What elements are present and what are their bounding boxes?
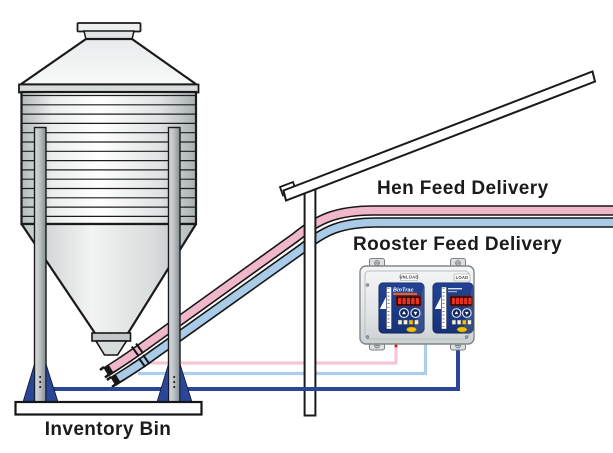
feed-delivery-pipes [99,205,613,388]
load-plate-label: LOAD [456,275,469,280]
load-plate [453,273,471,282]
bin-boot-collar [91,332,132,342]
brand-logo: BinTrac [393,288,414,294]
tab-screw-slots [375,262,460,346]
bargraph-scale [386,286,392,330]
panel-header-line-1 [448,288,462,290]
bin-legs [14,126,203,416]
bin-boot-spout [94,340,128,356]
display-panel-unload: BinTrac [378,282,425,334]
badge-oval [456,326,468,333]
unload-plate [400,273,418,281]
rooster-feed-delivery-label: Rooster Feed Delivery [353,234,562,255]
rooster-sensor-cable [138,344,428,376]
pipe-end-fittings [99,366,117,388]
display-panel-load [432,282,474,334]
hen-feed-delivery-label: Hen Feed Delivery [377,178,549,199]
controller: UNLOAD LOAD BinTrac [359,258,475,351]
leg-bolts [39,376,176,388]
bin-top-cap [76,22,142,33]
bargraph-ticks [387,288,390,327]
bin-leg-left [33,126,47,404]
round-button-glyphs [402,310,418,316]
bargraph-pointer [379,297,386,309]
led-digits [398,297,419,305]
bin-base-platform [14,400,203,416]
weigh-cable [32,343,460,391]
inventory-bin-label: Inventory Bin [45,419,172,440]
unload-plate-label: UNLOAD [399,275,418,280]
panel-header-line-2 [448,291,457,293]
cable-gland [394,344,398,348]
bin-corrugation-ribs [21,94,196,217]
round-button-glyphs [454,310,469,316]
barn-post [303,187,317,417]
hen-feed-pipe [109,206,613,372]
panel-swoosh [412,283,424,333]
bin-roof-cone [19,37,198,86]
rooster-feed-pipe [116,218,613,382]
led-digits [451,297,472,305]
barn-roof [282,70,597,202]
bin-leg-right [167,126,181,404]
inventory-bin [18,22,200,356]
bargraph-pointer [434,297,441,309]
bargraph-scale [441,286,447,330]
badge-oval [406,326,417,333]
small-buttons [397,319,419,325]
bargraph-ticks [442,288,445,327]
brand-stripe [393,292,417,295]
hen-sensor-cable [130,344,398,365]
small-buttons [451,319,472,325]
pipe-couplers [130,342,151,368]
